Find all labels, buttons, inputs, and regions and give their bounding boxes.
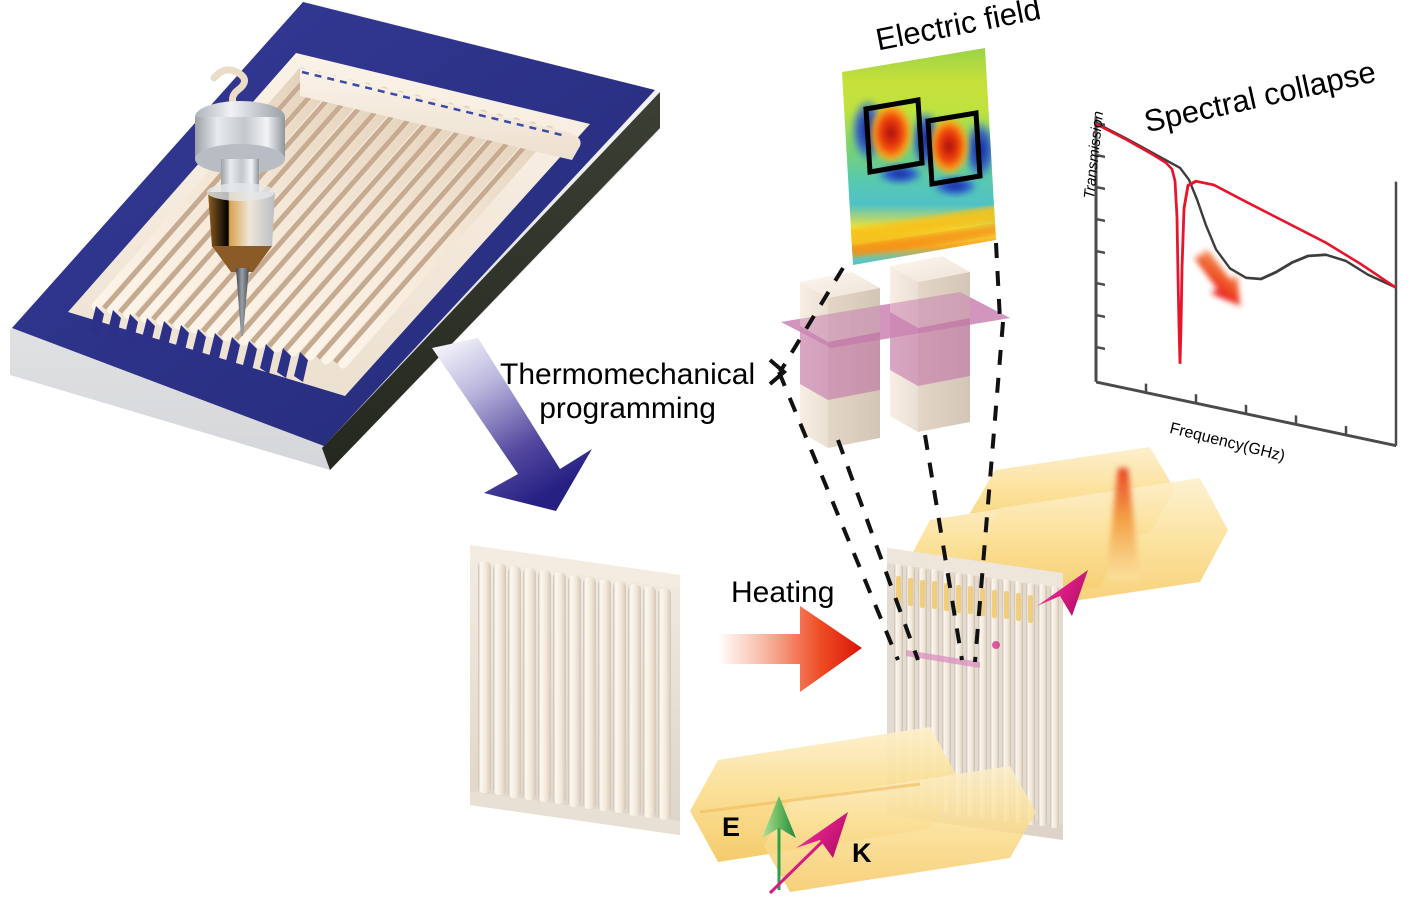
k-vector-dot bbox=[992, 641, 1000, 649]
callout-notch bbox=[768, 358, 788, 386]
electric-field-panel bbox=[842, 48, 996, 265]
unitcell-marker bbox=[906, 650, 980, 668]
chart-series-before bbox=[1095, 121, 1397, 289]
thermomechanical-line-1: Thermomechanical bbox=[500, 358, 756, 391]
k-vector-shaft bbox=[768, 836, 828, 895]
grating-bars bbox=[478, 561, 671, 820]
callout-cell-to-surface-4 bbox=[973, 321, 1005, 663]
nozzle-tip-icon bbox=[236, 268, 249, 336]
filament-dash-top bbox=[301, 70, 567, 138]
nozzle-collar bbox=[208, 192, 275, 247]
thermomechanical-line-2: programming bbox=[539, 391, 716, 425]
heating-label: Heating bbox=[731, 576, 835, 609]
filament-return-top bbox=[300, 68, 581, 160]
nozzle-collar-top bbox=[207, 183, 275, 201]
thermomechanical-arrow bbox=[432, 338, 592, 511]
callout-lines bbox=[768, 242, 1005, 663]
nozzle-cone bbox=[212, 246, 272, 272]
chart-y-ticks bbox=[1096, 121, 1105, 351]
callout-field-right bbox=[994, 242, 1002, 321]
flat-grating bbox=[470, 545, 680, 835]
thermomechanical-programming-label: Thermomechanical programming bbox=[500, 358, 755, 425]
k-vector-upper-icon bbox=[1037, 570, 1088, 616]
printer-panel bbox=[10, 0, 660, 470]
plane-band-left bbox=[800, 326, 828, 400]
field-rect-left bbox=[863, 97, 925, 175]
field-rect-right bbox=[925, 110, 983, 187]
chart-series-after bbox=[1095, 122, 1397, 365]
chart-x-ticks bbox=[1144, 383, 1348, 436]
heating-arrow bbox=[718, 606, 862, 692]
filament-hooks bbox=[90, 306, 308, 382]
wave-sheets-front bbox=[690, 727, 1036, 892]
unit-cell bbox=[781, 256, 1010, 448]
filament-wire bbox=[210, 66, 248, 112]
callout-cell-to-surface-3 bbox=[923, 434, 964, 661]
e-vector-arrowhead-icon bbox=[762, 796, 796, 838]
plane-band-left-side bbox=[828, 332, 880, 400]
resonance-spike bbox=[1106, 468, 1140, 580]
plane-band-right bbox=[890, 312, 918, 386]
printer-nozzle bbox=[195, 66, 285, 336]
k-vector-label: K bbox=[852, 838, 872, 868]
callout-cell-to-surface-1 bbox=[777, 371, 900, 661]
wave-crest-line bbox=[699, 782, 921, 814]
ek-vectors bbox=[762, 570, 1088, 895]
k-vector-arrowhead-icon bbox=[796, 812, 848, 858]
plane-band-right-side bbox=[918, 318, 970, 386]
callout-field-left bbox=[778, 266, 845, 374]
substrate-side bbox=[322, 92, 660, 470]
wave-sheet-5 bbox=[764, 766, 1036, 892]
chart-annotation-arrow bbox=[1194, 249, 1241, 306]
e-vector-label: E bbox=[722, 812, 741, 842]
spectral-collapse-chart bbox=[1094, 117, 1398, 448]
metasurface-bar-tips bbox=[896, 576, 1033, 623]
callout-cell-to-surface-2 bbox=[836, 439, 920, 661]
